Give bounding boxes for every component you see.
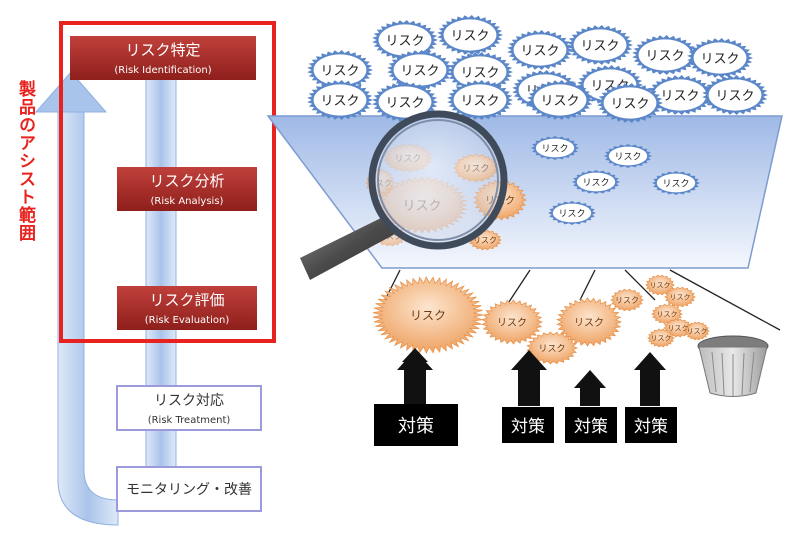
risk-label: リスク [410,309,446,323]
step-risk-treatment: リスク対応 (Risk Treatment) [116,385,262,431]
risk-label: リスク [610,97,649,112]
risk-label: リスク [645,49,684,64]
risk-blue: リスク [387,50,453,90]
risk-orange: リスク [684,321,710,341]
countermeasure-label: 対策 [398,416,434,437]
risk-label: リスク [657,311,678,319]
assist-scope-frame [59,21,276,343]
risk-blue: リスク [652,171,700,195]
risk-label: リスク [580,39,619,54]
risk-blue: リスク [372,82,438,122]
risk-blue: リスク [447,80,513,120]
countermeasure-1: 対策 [374,348,458,446]
risk-label: リスク [540,94,579,109]
trash-bin-icon [697,335,769,397]
step-subtitle: (Risk Identification) [114,65,211,76]
countermeasure-3: 対策 [565,370,617,443]
risk-label: リスク [400,64,439,79]
risk-blue: リスク [372,20,438,60]
step-risk-analysis: リスク分析 (Risk Analysis) [117,167,257,211]
risk-blue: リスク [572,170,620,194]
risk-label: リスク [320,94,359,109]
risk-label: リスク [687,328,708,336]
drop-lines [384,269,781,331]
risk-label: リスク [450,29,489,44]
risk-blue: リスク [527,80,593,120]
risk-blue: リスク [307,50,373,90]
step-risk-evaluation: リスク評価 (Risk Evaluation) [117,286,257,330]
feedback-loop-arrow [34,71,119,526]
risk-orange: リスク [481,299,544,345]
risk-blue: リスク [437,15,503,55]
scope-label: 製品のアシスト範囲 [15,79,37,242]
risk-label: リスク [473,236,497,245]
risk-blue: リスク [531,136,579,160]
step-monitoring-improvement: モニタリング・改善 [116,466,262,512]
risk-label: リスク [614,151,641,162]
step-title: リスク評価 [149,291,224,309]
risk-blue: リスク [604,144,652,168]
risk-label: リスク [541,143,568,154]
risk-label: リスク [660,89,699,104]
risk-blue: リスク [647,75,713,115]
risk-label: リスク [662,178,689,189]
risk-blue: リスク [447,52,513,92]
up-arrow-icon [34,71,108,113]
risk-label: リスク [574,317,604,329]
risk-label: リスク [668,325,689,333]
step-title: リスク分析 [149,172,224,190]
countermeasure-label: 対策 [574,417,608,437]
risk-label: リスク [520,44,559,59]
risk-orange: リスク [664,286,696,308]
risk-label: リスク [460,94,499,109]
risk-blue: リスク [687,38,753,78]
risk-blue: リスク [597,83,663,123]
step-title: リスク特定 [125,41,200,59]
risk-blue: リスク [548,201,596,225]
countermeasure-4: 対策 [625,352,677,443]
risk-label: リスク [538,343,565,354]
risk-blue: リスク [567,25,633,65]
risk-label: リスク [320,64,359,79]
risk-label: リスク [385,96,424,111]
step-title: モニタリング・改善 [126,482,252,498]
magnifier-icon [300,110,508,280]
risk-orange: リスク [526,331,579,365]
risk-blue: リスク [702,75,768,115]
step-subtitle: (Risk Treatment) [148,415,231,426]
countermeasures: 対策 対策 対策 対策 [374,348,677,446]
countermeasure-label: 対策 [634,417,668,437]
step-title: リスク対応 [154,393,224,409]
risk-label: リスク [558,208,585,219]
risk-label: リスク [651,335,672,343]
risk-label: リスク [670,294,691,302]
risk-blue: リスク [632,35,698,75]
risk-label: リスク [700,52,739,67]
countermeasure-label: 対策 [511,417,545,437]
risk-label: リスク [460,66,499,81]
risk-orange: リスク [647,328,675,348]
risk-blue: リスク [507,30,573,70]
risk-label: リスク [615,296,639,305]
countermeasure-2: 対策 [502,350,554,443]
risk-orange: リスク [610,288,644,312]
risk-label: リスク [497,317,527,329]
risk-orange: リスク [556,297,623,347]
risk-blue: リスク [307,80,373,120]
risk-orange: リスク [372,276,484,354]
step-subtitle: (Risk Evaluation) [145,315,230,326]
risk-label: リスク [582,177,609,188]
step-risk-identification: リスク特定 (Risk Identification) [70,36,256,80]
risk-label: リスク [650,282,671,290]
step-subtitle: (Risk Analysis) [151,196,224,207]
risk-label: リスク [715,89,754,104]
risk-label: リスク [385,34,424,49]
